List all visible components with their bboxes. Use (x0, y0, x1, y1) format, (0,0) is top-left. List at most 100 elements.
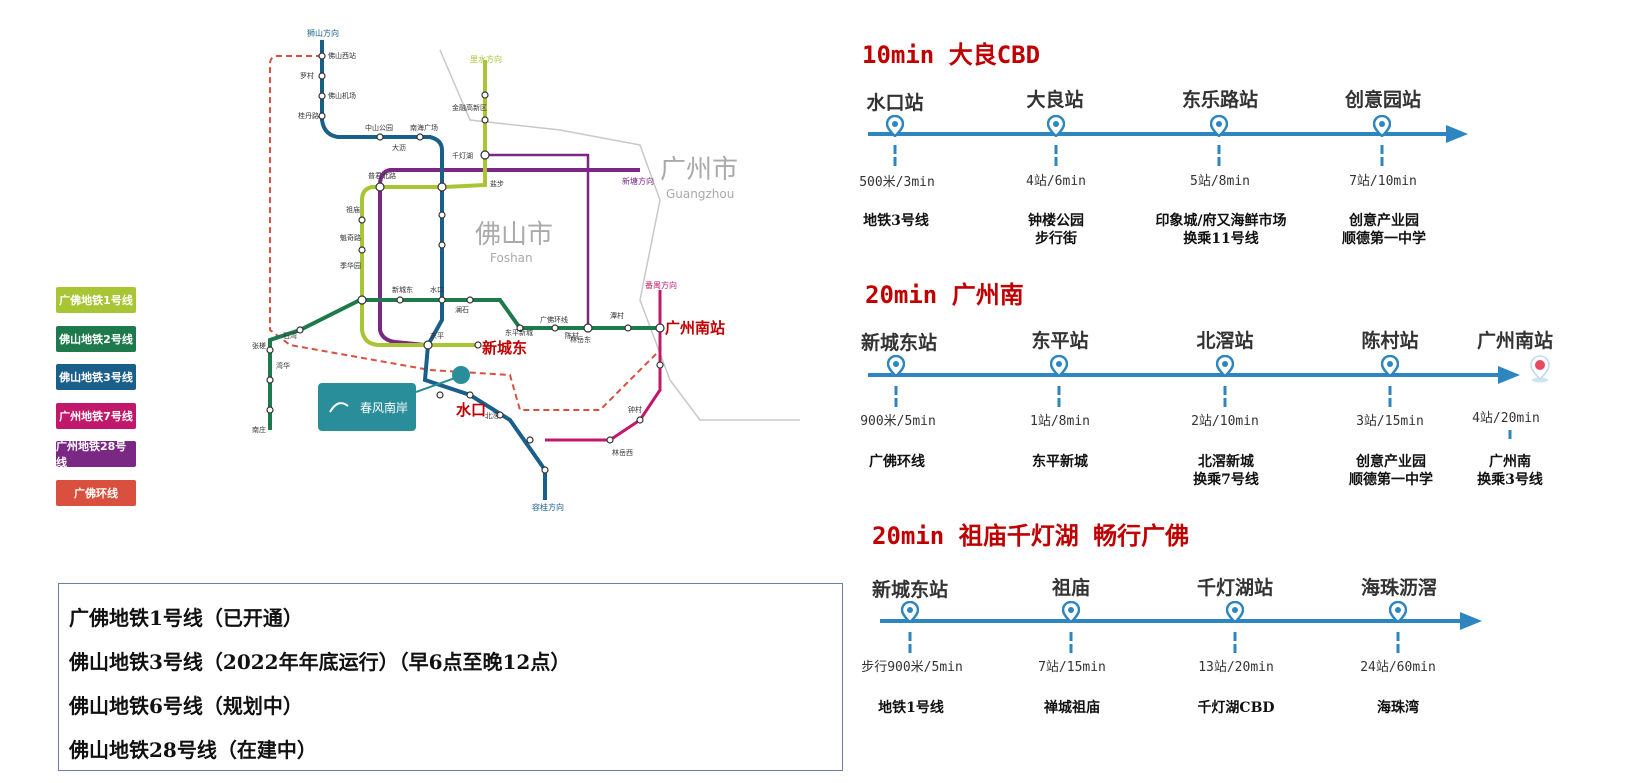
stop-name: 海珠沥滘 (1360, 577, 1438, 599)
map-station-label: 钟村 (628, 405, 642, 414)
stop-name: 千灯湖站 (1196, 577, 1274, 599)
stop-time: 5站/8min (1190, 174, 1250, 189)
metro-map: 广州市 Guangzhou 佛山市 Foshan 新城东 广州南站 水口 狮山方… (252, 28, 800, 512)
map-station-label: 南海广场 (410, 123, 438, 132)
location-pin-icon (901, 601, 919, 623)
map-station-label: 张槎 (252, 341, 266, 350)
map-station-label: 季华园 (340, 261, 361, 270)
note-line: 广佛地铁1号线（已开通） (69, 606, 303, 630)
dir-xintang-label: 新塘方向 (622, 176, 654, 186)
arrow-right-icon (1498, 366, 1520, 384)
legend-ring-line: 广佛环线 (56, 480, 136, 506)
stop-name: 广州南站 (1476, 330, 1554, 352)
stop-note: 禅城祖庙 (1044, 700, 1100, 716)
map-station-label: 南庄 (252, 425, 266, 434)
project-name-label: 春风南岸 (360, 400, 408, 415)
stop-name: 创意园站 (1344, 89, 1422, 111)
stop-note: 东平新城 (1032, 454, 1088, 470)
stop-time: 900米/5min (860, 414, 936, 429)
location-pin-icon (1389, 601, 1407, 623)
stop-name: 陈村站 (1361, 330, 1419, 352)
map-station-label: 东平 (430, 331, 444, 340)
stop-note: 千灯湖CBD (1197, 700, 1275, 716)
stop-name: 水口站 (866, 92, 924, 114)
route-title: 20min 广州南 (865, 281, 1024, 309)
stop-time: 2站/10min (1191, 414, 1259, 429)
map-station-label: 普君北路 (368, 171, 396, 180)
stop-time: 13站/20min (1198, 660, 1274, 675)
map-station-label: 盐步 (490, 179, 504, 188)
location-pin-icon (1050, 355, 1068, 377)
stop-time: 500米/3min (859, 175, 935, 190)
stop-note: 地铁3号线 (863, 213, 929, 229)
metro-notes-box: 广佛地铁1号线（已开通） 佛山地铁3号线（2022年年底运行）（早6点至晚12点… (58, 583, 843, 771)
legend-line2: 佛山地铁2号线 (56, 326, 136, 352)
stop-name: 东平站 (1031, 330, 1089, 352)
map-station-label: 大沥 (392, 143, 406, 152)
map-station-label: 潭村 (610, 311, 624, 320)
map-station-label: 林岳西 (612, 448, 633, 457)
city-foshan-label: 佛山市 (475, 220, 553, 250)
dir-ronggui-label: 容桂方向 (532, 502, 564, 512)
map-station-label: 桂丹路 (298, 111, 319, 120)
map-station-label: 石湾 (283, 331, 297, 340)
map-station-label: 祖庙 (346, 205, 360, 214)
dir-panyu-label: 番禺方向 (645, 280, 677, 290)
arrow-right-icon (1460, 612, 1482, 630)
map-station-label: 佛山西站 (328, 51, 356, 60)
stop-note: 海珠湾 (1377, 700, 1419, 716)
stop-note: 地铁1号线 (878, 700, 944, 716)
note-line: 佛山地铁3号线（2022年年底运行）（早6点至晚12点） (69, 650, 571, 674)
station-gznan-label: 广州南站 (665, 319, 725, 337)
map-station-label: 水口 (430, 285, 444, 294)
map-station-label: 林岳东 (570, 335, 591, 344)
stop-time: 7站/10min (1349, 174, 1417, 189)
stop-note: 印象城/府又海鲜市场换乘11号线 (1155, 213, 1287, 247)
location-pin-icon (886, 115, 904, 137)
project-marker (318, 383, 416, 431)
bird-logo-icon (329, 402, 349, 413)
map-station-label: 东平新城 (505, 328, 533, 337)
stop-time: 3站/15min (1356, 414, 1424, 429)
map-station-label: 金融高新区 (452, 103, 487, 112)
stop-time: 7站/15min (1038, 660, 1106, 675)
route-title: 10min 大良CBD (862, 41, 1041, 69)
stop-note: 广州南换乘3号线 (1477, 454, 1543, 488)
location-pin-icon (1047, 115, 1065, 137)
map-station-label: 中山公园 (365, 123, 393, 132)
map-station-label: 魁奇路 (340, 233, 361, 242)
stop-time: 1站/8min (1030, 414, 1090, 429)
stop-time: 4站/20min (1472, 411, 1540, 426)
city-foshan-en-label: Foshan (490, 251, 533, 265)
city-guangzhou-label: 广州市 (660, 155, 738, 185)
stop-name: 大良站 (1026, 89, 1084, 111)
dir-lishui-label: 里水方向 (470, 54, 502, 64)
location-pin-icon (1381, 355, 1399, 377)
stop-name: 祖庙 (1051, 577, 1091, 599)
legend-line1: 广佛地铁1号线 (56, 287, 136, 313)
location-pin-icon (1210, 115, 1228, 137)
map-station-label: 新城东 (392, 285, 413, 294)
map-station-label: 广佛环线 (540, 315, 568, 324)
map-station-label: 湾华 (276, 361, 290, 370)
stop-note: 钟楼公园步行街 (1028, 213, 1084, 247)
project-location-dot (452, 366, 470, 384)
note-line: 佛山地铁28号线（在建中） (69, 738, 317, 762)
stop-note: 创意产业园顺德第一中学 (1342, 213, 1426, 247)
location-pin-icon (1062, 601, 1080, 623)
note-line: 佛山地铁6号线（规划中） (69, 694, 303, 718)
stop-note: 广佛环线 (869, 454, 925, 470)
route-title: 20min 祖庙千灯湖 畅行广佛 (872, 522, 1190, 550)
map-station-label: 罗村 (300, 71, 314, 80)
stop-note: 创意产业园顺德第一中学 (1349, 454, 1433, 488)
stop-note: 北滘新城换乘7号线 (1193, 454, 1259, 488)
map-station-label: 佛山机场 (328, 91, 356, 100)
dir-shishan-label: 狮山方向 (307, 28, 339, 38)
legend-line3: 佛山地铁3号线 (56, 364, 136, 390)
map-station-label: 澜石 (455, 305, 469, 314)
station-xinchengdong-label: 新城东 (482, 339, 527, 357)
stop-time: 4站/6min (1026, 174, 1086, 189)
stop-name: 新城东站 (860, 332, 938, 354)
arrow-right-icon (1446, 125, 1468, 143)
legend-line28: 广州地铁28号线 (56, 440, 136, 469)
